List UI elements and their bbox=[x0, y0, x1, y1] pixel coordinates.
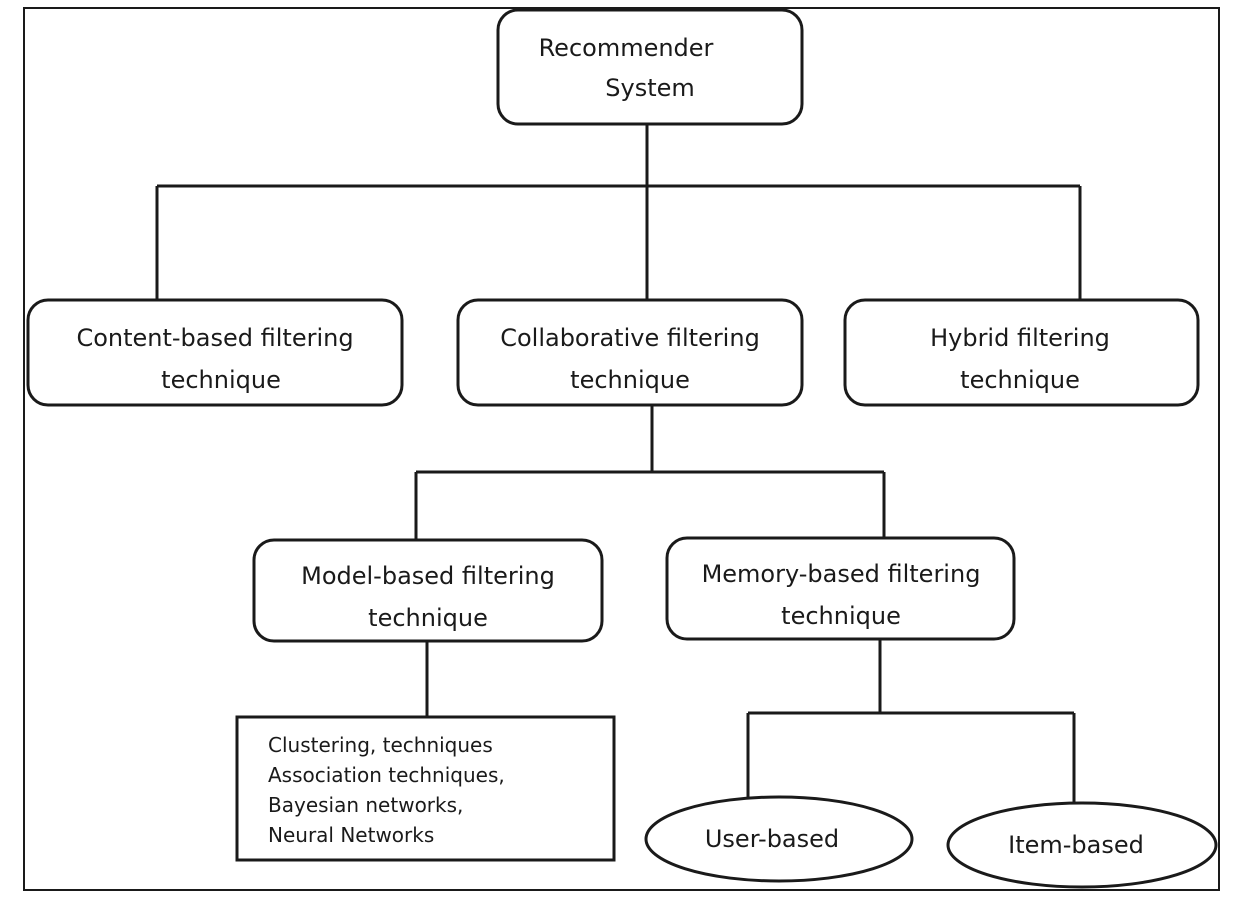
node-memory-based-box bbox=[665, 536, 1016, 641]
node-collaborative-box bbox=[456, 298, 804, 407]
node-memory-based-label-1: Memory-based filtering bbox=[702, 560, 981, 588]
node-item-based-label: Item-based bbox=[1008, 831, 1144, 859]
node-memory-based: Memory-based filtering technique bbox=[665, 536, 1016, 641]
node-recommender-system-label-2: System bbox=[605, 74, 695, 102]
node-user-based-label: User-based bbox=[705, 825, 839, 853]
node-hybrid-label-1: Hybrid filtering bbox=[930, 324, 1110, 352]
model-example-item: Association techniques, bbox=[268, 763, 505, 787]
node-model-examples: Clustering, techniques Association techn… bbox=[235, 715, 616, 862]
node-hybrid: Hybrid filtering technique bbox=[843, 298, 1200, 407]
node-model-examples-box bbox=[235, 715, 616, 862]
node-model-based-box bbox=[252, 538, 604, 643]
model-example-item: Neural Networks bbox=[268, 823, 434, 847]
node-hybrid-label-2: technique bbox=[960, 366, 1080, 394]
node-user-based-ellipse bbox=[644, 795, 914, 883]
model-example-item: Bayesian networks, bbox=[268, 793, 463, 817]
model-example-item: Clustering, techniques bbox=[268, 733, 493, 757]
node-memory-based-label-2: technique bbox=[781, 602, 901, 630]
node-item-based: Item-based bbox=[946, 801, 1218, 889]
node-content-based-box bbox=[26, 298, 404, 407]
node-model-based: Model-based filtering technique bbox=[252, 538, 604, 643]
node-model-based-label-1: Model-based filtering bbox=[301, 562, 555, 590]
node-recommender-system-box bbox=[496, 8, 804, 126]
node-collaborative: Collaborative filtering technique bbox=[456, 298, 804, 407]
node-content-based: Content-based filtering technique bbox=[26, 298, 404, 407]
connector-lines bbox=[155, 124, 1082, 804]
node-collaborative-label-2: technique bbox=[570, 366, 690, 394]
node-recommender-system-label-1: Recommender bbox=[539, 34, 714, 62]
node-item-based-ellipse bbox=[946, 801, 1218, 889]
node-content-based-label-2: technique bbox=[161, 366, 281, 394]
node-content-based-label-1: Content-based filtering bbox=[76, 324, 353, 352]
diagram-frame bbox=[23, 7, 1220, 891]
node-recommender-system: Recommender System bbox=[496, 8, 804, 126]
node-model-based-label-2: technique bbox=[368, 604, 488, 632]
node-collaborative-label-1: Collaborative filtering bbox=[500, 324, 760, 352]
node-user-based: User-based bbox=[644, 795, 914, 883]
node-hybrid-box bbox=[843, 298, 1200, 407]
